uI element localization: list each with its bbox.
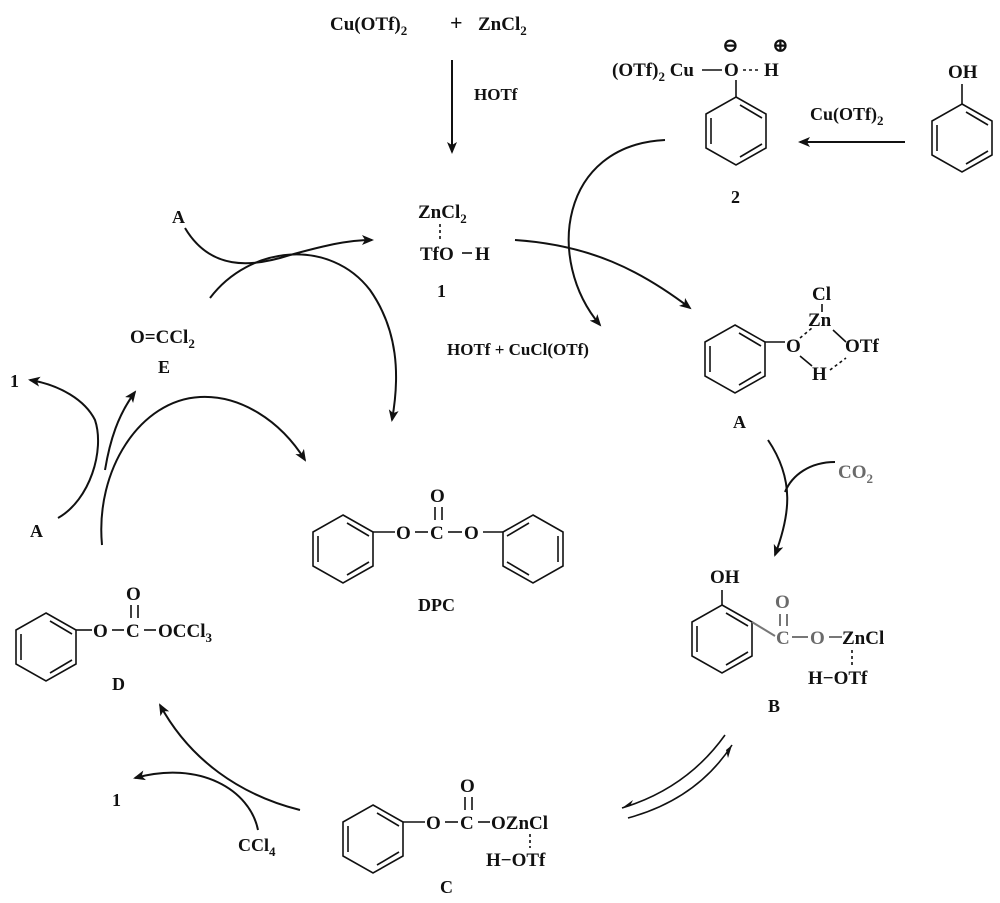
svg-text:Zn: Zn (808, 310, 832, 331)
svg-text:OZnCl: OZnCl (491, 813, 548, 834)
arrow-A-to-1-top (184, 227, 374, 265)
label-1: 1 (437, 281, 446, 301)
species-D: O C O OCCl3 D (15, 584, 213, 694)
svg-text:TfO: TfO (420, 244, 454, 265)
label-E: E (158, 357, 170, 377)
label-D: D (112, 674, 125, 694)
species-C: O C O OZnCl H−OTf C (342, 776, 548, 897)
cu-otf-reagent: Cu(OTf)2 (810, 104, 884, 128)
svg-text:+: + (450, 10, 463, 35)
species-E: O=CCl2 E (130, 327, 195, 377)
arrow-2-to-byproduct (567, 139, 666, 327)
equilibrium-arrow-forward (627, 744, 733, 819)
svg-text:H: H (764, 60, 779, 81)
svg-text:H: H (812, 364, 827, 385)
svg-text:O=CCl2: O=CCl2 (130, 327, 195, 351)
svg-text:O: O (775, 592, 790, 613)
label-DPC: DPC (418, 595, 455, 615)
reagents-top: Cu(OTf)2 + ZnCl2 (330, 10, 527, 38)
output-1-left: 1 (10, 371, 19, 391)
svg-text:(OTf)2 Cu: (OTf)2 Cu (612, 60, 694, 84)
svg-text:ZnCl2: ZnCl2 (478, 14, 527, 38)
svg-text:O: O (460, 776, 475, 797)
input-A-left: A (30, 521, 43, 541)
svg-text:OTf: OTf (845, 336, 879, 357)
svg-text:C: C (776, 628, 790, 649)
arrow-C-to-D (159, 703, 301, 811)
arrow-1-to-A (514, 239, 692, 310)
svg-text:O: O (464, 523, 479, 544)
hotf-label: HOTf (474, 85, 518, 104)
co2-label: CO2 (838, 462, 873, 486)
svg-text:ZnCl2: ZnCl2 (418, 202, 467, 226)
minus-charge-icon: ⊖ (722, 35, 739, 57)
label-2: 2 (731, 187, 740, 207)
svg-text:ZnCl: ZnCl (842, 628, 884, 649)
svg-text:C: C (126, 621, 140, 642)
ccl4-label: CCl4 (238, 835, 276, 859)
svg-text:C: C (430, 523, 444, 544)
output-1-bottom: 1 (112, 790, 121, 810)
svg-text:H−OTf: H−OTf (486, 850, 546, 871)
label-B: B (768, 696, 780, 716)
species-B: OH O C O ZnCl H−OTf B (691, 567, 884, 716)
svg-text:O: O (786, 336, 801, 357)
svg-text:O: O (126, 584, 141, 605)
svg-text:OH: OH (948, 62, 978, 83)
svg-text:O: O (93, 621, 108, 642)
species-2: (OTf)2 Cu O H ⊖ ⊕ 2 (612, 35, 789, 207)
species-1: ZnCl2 TfO H 1 (418, 202, 490, 301)
label-C: C (440, 877, 453, 897)
arrow-A-to-B (767, 439, 789, 557)
svg-text:Cu(OTf)2: Cu(OTf)2 (330, 14, 407, 38)
equilibrium-arrow-back (621, 734, 726, 809)
arrow-D-to-DPC (100, 395, 307, 546)
svg-text:O: O (724, 60, 739, 81)
arrow-A-to-1-left (28, 376, 100, 519)
svg-text:C: C (460, 813, 474, 834)
species-DPC: O C O O DPC (312, 486, 564, 615)
byproduct-label: HOTf + CuCl(OTf) (447, 340, 589, 359)
arrow-to-E (104, 390, 137, 471)
svg-text:OCCl3: OCCl3 (158, 621, 213, 645)
input-A-top: A (172, 207, 185, 227)
label-A: A (733, 412, 746, 432)
svg-text:H−OTf: H−OTf (808, 668, 868, 689)
svg-text:OH: OH (710, 567, 740, 588)
svg-text:O: O (426, 813, 441, 834)
svg-text:Cl: Cl (812, 284, 831, 305)
co2-entry-arrow (784, 461, 836, 493)
svg-text:O: O (430, 486, 445, 507)
species-A: O Cl Zn OTf H A (704, 284, 879, 432)
svg-text:O: O (396, 523, 411, 544)
svg-text:H: H (475, 244, 490, 265)
arrow-ccl4-to-1 (133, 770, 259, 831)
plus-charge-icon: ⊕ (772, 35, 789, 57)
svg-text:O: O (810, 628, 825, 649)
arrow-E-to-DPC (209, 253, 399, 422)
phenol: OH (931, 62, 993, 173)
